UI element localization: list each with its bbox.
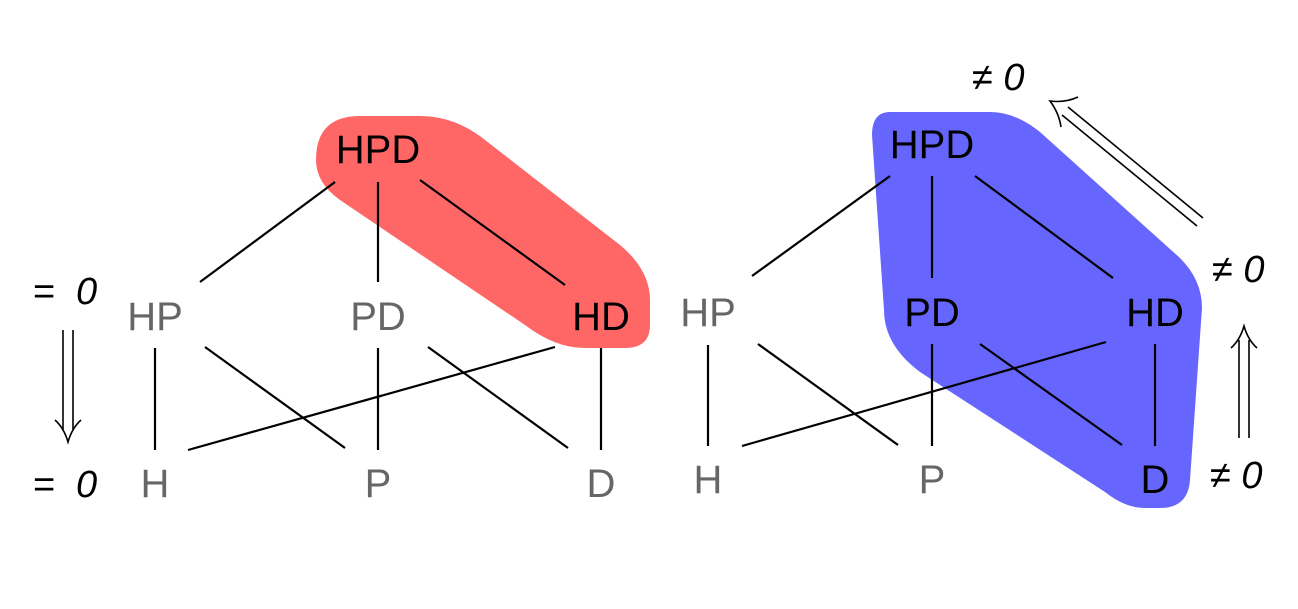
left-bottom-equals: = [33, 464, 55, 506]
left-top-equals: = [33, 271, 55, 313]
left-annotation-top: = 0 [33, 271, 97, 313]
edge-hpd-hp [751, 175, 891, 277]
node-h: H [141, 462, 170, 506]
edge-hp-p [204, 346, 346, 449]
edge-pd-d [979, 343, 1123, 446]
right-lattice: HPD HP PD HD H P D ≠ 0 ≠ 0 ≠ 0 [680, 57, 1265, 508]
node-d: D [587, 462, 616, 506]
right-top-neq: ≠ 0 [972, 57, 1025, 99]
node-hp: HP [680, 291, 736, 335]
left-lattice: HPD HP PD HD H P D = 0 = 0 [33, 116, 650, 506]
node-hpd: HPD [336, 128, 420, 172]
right-bottom-neq: ≠ 0 [1210, 455, 1263, 497]
node-p: P [919, 458, 946, 502]
node-d: D [1141, 458, 1170, 502]
node-hpd: HPD [890, 123, 974, 167]
node-p: P [365, 462, 392, 506]
right-highlight-region [872, 112, 1202, 508]
left-bottom-zero: 0 [76, 464, 97, 506]
double-diagonal-arrow-icon [1048, 96, 1204, 227]
node-hd: HD [1126, 291, 1184, 335]
double-up-arrow-icon [1230, 323, 1258, 438]
double-down-arrow-icon [54, 330, 82, 445]
right-middle-neq: ≠ 0 [1212, 249, 1265, 291]
edge-pd-d [427, 346, 569, 449]
edge-hpd-hp [199, 181, 336, 283]
edge-hpd-hd [419, 179, 566, 286]
left-annotation-bottom: = 0 [33, 464, 97, 506]
edge-hpd-hd [974, 175, 1114, 279]
node-hd: HD [572, 295, 630, 339]
node-pd: PD [350, 295, 406, 339]
node-pd: PD [904, 291, 960, 335]
node-h: H [694, 458, 723, 502]
edge-hd-h [187, 345, 556, 452]
left-top-zero: 0 [76, 271, 97, 313]
edge-hd-h [741, 340, 1107, 448]
left-highlight-region [316, 116, 650, 348]
edge-hp-p [757, 343, 899, 446]
node-hp: HP [127, 295, 183, 339]
